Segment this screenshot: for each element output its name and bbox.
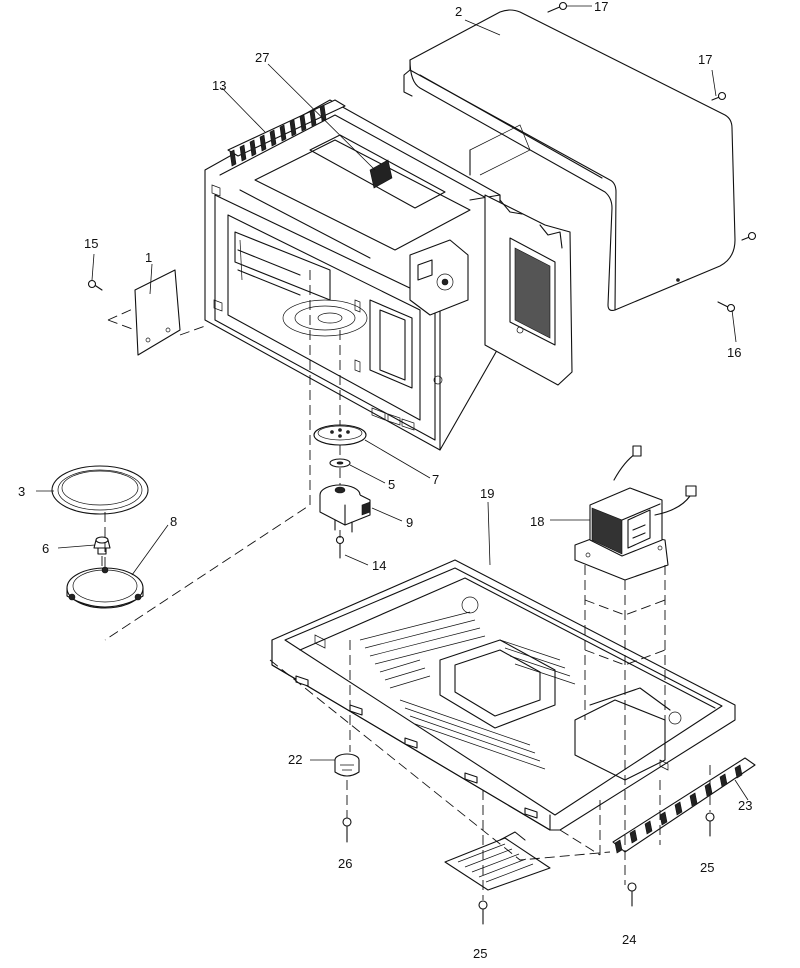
callout-part-26: 26 [338,856,352,871]
callout-part-17-top: 17 [594,0,608,14]
callout-part-6: 6 [42,541,49,556]
callout-part-18: 18 [530,514,544,529]
washer [329,458,351,468]
callout-part-2: 2 [455,4,462,19]
screw-25-bottom [478,900,488,925]
callout-part-22: 22 [288,752,302,767]
base-vent-slots [359,611,576,770]
callout-part-25-bottom: 25 [473,946,487,961]
callout-part-25-right: 25 [700,860,714,875]
air-filter-strip [612,757,756,854]
callout-part-24: 24 [622,932,636,947]
top-mesh-grill [369,159,393,189]
callout-part-15: 15 [84,236,98,251]
callout-part-23: 23 [738,798,752,813]
callout-part-19: 19 [480,486,494,501]
callout-part-27: 27 [255,50,269,65]
screw-14 [335,535,345,559]
waveguide-cover [107,269,209,356]
turntable-motor [319,484,371,533]
screw-17-top [547,1,568,13]
leader-lines [36,5,749,801]
screw-26 [342,817,352,843]
callout-part-9: 9 [406,515,413,530]
roller-coupler [93,536,111,555]
rear-panel [484,194,573,386]
base-plate [271,559,736,831]
rubber-foot [334,753,360,777]
outer-cabinet [403,9,736,311]
screw-24 [627,882,637,907]
screw-16 [717,301,736,313]
glass-tray [51,465,149,515]
bottom-grille-plate [444,831,551,891]
screw-15 [87,279,103,291]
roller-ring [66,566,144,609]
screw-17-right [711,91,727,101]
callout-labels: 1 2 3 5 6 7 8 9 13 14 15 16 17 17 18 19 … [18,0,752,961]
callout-part-17-right: 17 [698,52,712,67]
transformer [574,445,697,581]
callout-part-1: 1 [145,250,152,265]
oven-cavity [204,99,501,451]
callout-part-7: 7 [432,472,439,487]
callout-part-5: 5 [388,477,395,492]
top-vent-strip [227,99,346,167]
fan-motor-bracket [409,239,469,316]
callout-part-3: 3 [18,484,25,499]
callout-part-8: 8 [170,514,177,529]
callout-part-14: 14 [372,558,386,573]
turntable-coupler [313,424,367,446]
callout-part-16: 16 [727,345,741,360]
screw-right-mid [741,231,757,241]
screw-25-right [705,812,715,837]
assembly-lines [101,270,711,900]
callout-part-13: 13 [212,78,226,93]
